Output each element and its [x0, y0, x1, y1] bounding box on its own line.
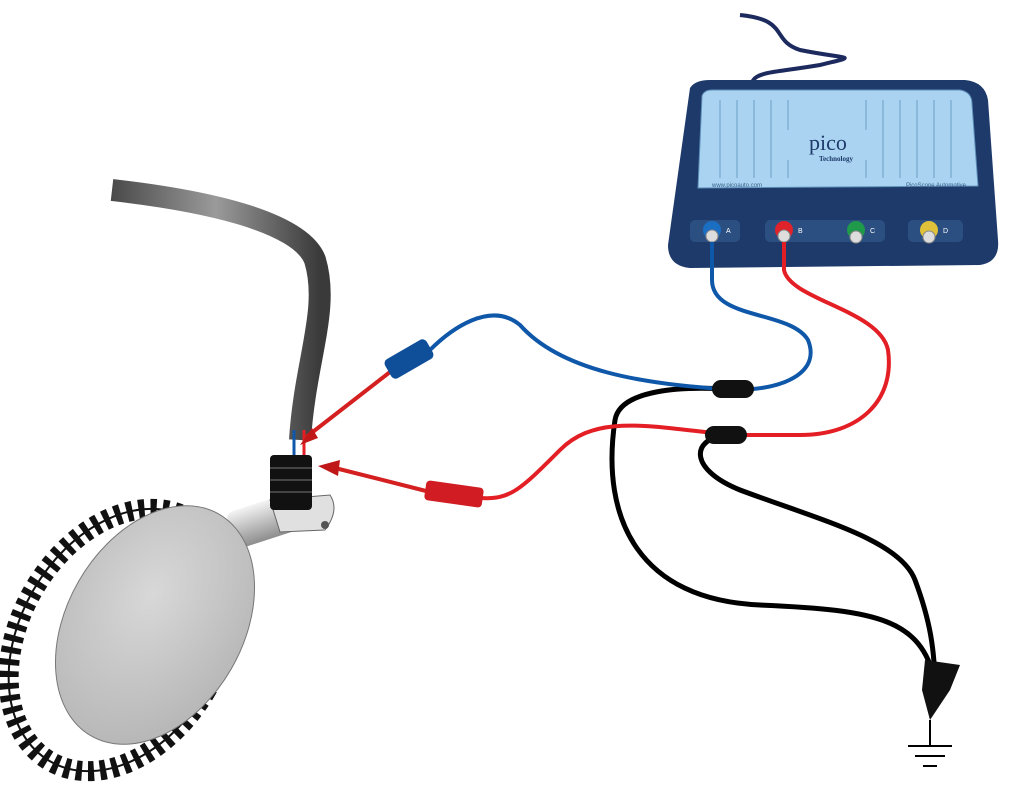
channel-b-label: B — [798, 228, 803, 235]
channel-d-label: D — [943, 228, 948, 235]
device-model: PicoScope Automotive — [906, 183, 967, 189]
ground-lead-1 — [609, 385, 938, 681]
device-brand-subtitle: Technology — [819, 155, 853, 163]
channel-a-connector[interactable]: A — [703, 221, 731, 243]
blue-lead-splitter — [712, 380, 754, 398]
channel-c-label: C — [870, 228, 875, 235]
reluctor-tone-wheel — [0, 498, 256, 782]
ground-lead-2 — [697, 432, 938, 691]
device-website: www.picoauto.com — [711, 183, 762, 189]
device-brand-logo: pico — [809, 130, 847, 155]
picoscope-device: pico Technology www.picoauto.com PicoSco… — [668, 80, 999, 268]
ground-symbol-icon — [908, 745, 952, 767]
crank-sensor — [227, 455, 335, 548]
channel-a-label: A — [726, 228, 731, 235]
ground-clip[interactable] — [922, 660, 960, 745]
red-probe[interactable] — [318, 460, 484, 508]
red-lead-splitter — [705, 426, 747, 444]
channel-b-connector[interactable]: B — [775, 221, 803, 243]
usb-cable — [739, 13, 847, 96]
red-test-lead — [479, 242, 891, 501]
channel-d-connector[interactable]: D — [920, 221, 948, 244]
blue-probe[interactable] — [300, 337, 435, 445]
sensor-cable — [110, 179, 331, 441]
channel-c-connector[interactable]: C — [847, 221, 875, 244]
